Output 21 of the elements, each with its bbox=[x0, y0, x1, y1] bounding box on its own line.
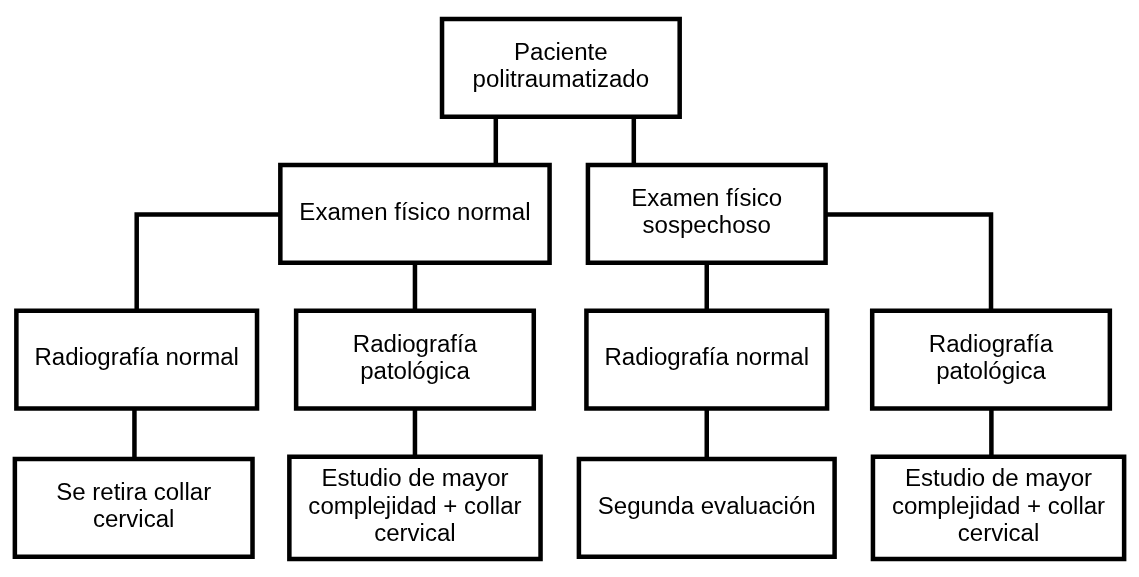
node-box: Estudio de mayor complejidad + collar cervical bbox=[870, 453, 1127, 561]
connector bbox=[132, 408, 137, 458]
node-box: Radiografía patológica bbox=[869, 308, 1113, 411]
connector bbox=[631, 116, 637, 165]
connector bbox=[825, 211, 994, 311]
node-box: Radiografía patológica bbox=[293, 308, 537, 411]
connector bbox=[493, 116, 499, 165]
node-box: Examen físico normal bbox=[278, 162, 552, 265]
node-box: Radiografía normal bbox=[584, 308, 830, 411]
node-box: Segunda evaluación bbox=[576, 456, 837, 559]
connector bbox=[412, 262, 418, 311]
node-box: Examen físico sospechoso bbox=[585, 162, 828, 265]
connector bbox=[134, 211, 281, 311]
connector bbox=[704, 408, 709, 458]
node-box: Paciente politraumatizado bbox=[439, 16, 682, 119]
connector bbox=[989, 408, 994, 456]
node-box: Radiografía normal bbox=[14, 308, 260, 411]
connector bbox=[704, 262, 709, 311]
node-box: Estudio de mayor complejidad + collar cervical bbox=[287, 453, 543, 561]
connector bbox=[412, 408, 418, 456]
node-box: Se retira collar cervical bbox=[12, 456, 255, 559]
